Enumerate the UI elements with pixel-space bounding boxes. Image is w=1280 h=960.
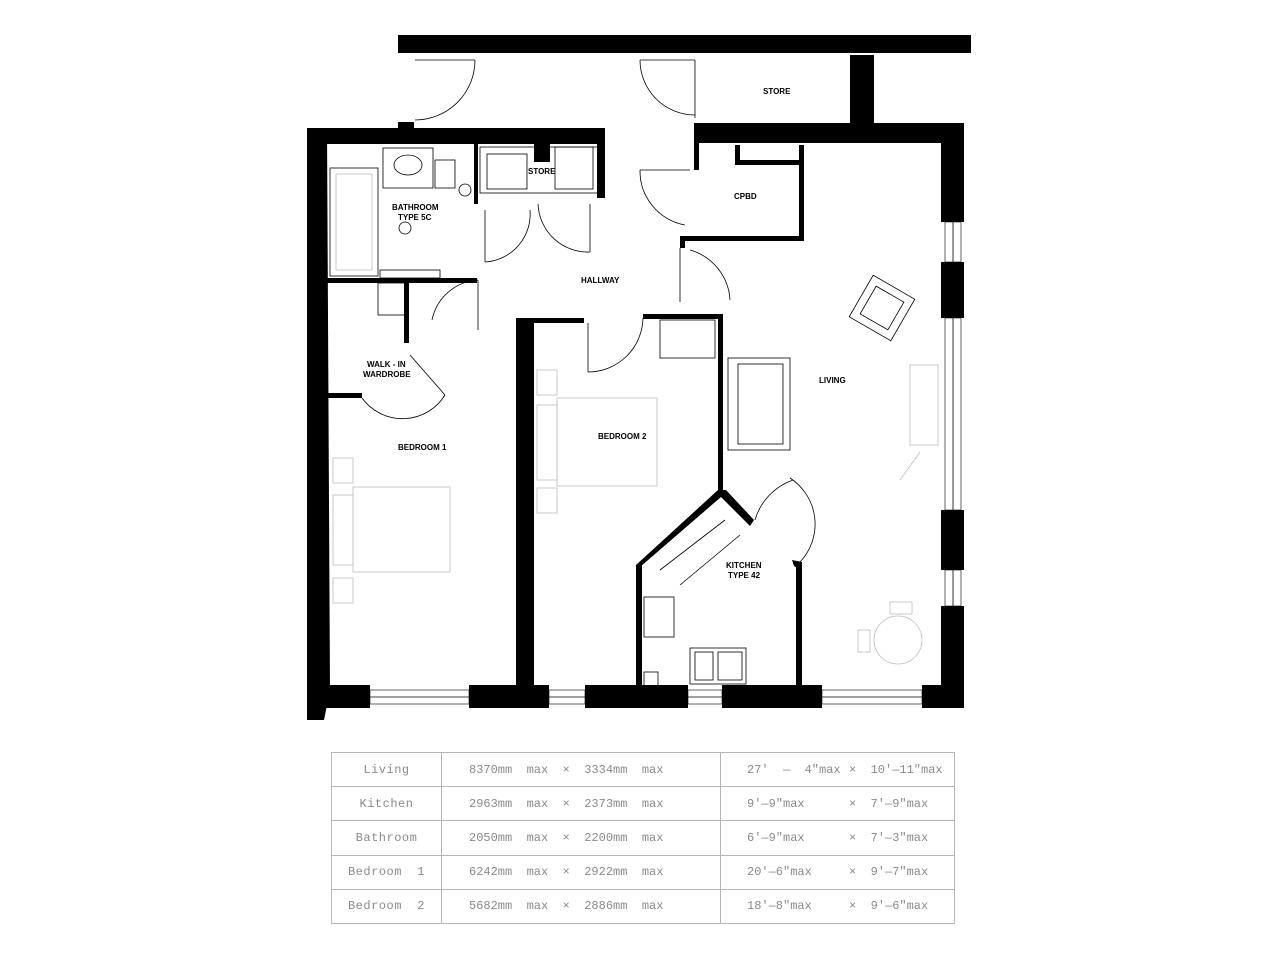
floor-plan: STORE STORE BATHROOM TYPE 5C CPBD HALLWA… (307, 35, 971, 720)
label-walkin-2: WARDROBE (363, 370, 411, 379)
dimension-imperial: 6'—9"max × 7'—3"max (720, 820, 955, 856)
label-cpbd: CPBD (734, 192, 757, 201)
dimension-imperial-width: × 7'—3"max (849, 830, 929, 845)
room-labels: STORE STORE BATHROOM TYPE 5C CPBD HALLWA… (363, 87, 846, 580)
label-bedroom-2: BEDROOM 2 (598, 432, 647, 441)
dimension-imperial-length: 20'—6"max (747, 865, 812, 880)
label-bedroom-1: BEDROOM 1 (398, 443, 447, 452)
furniture (332, 274, 939, 665)
dimension-imperial-width: × 7'—9"max (849, 796, 929, 811)
dimension-imperial: 18'—8"max × 9'—6"max (720, 888, 955, 925)
dimension-imperial-width: × 9'—7"max (849, 865, 929, 880)
dimension-room-name: Living (331, 751, 442, 788)
dimension-imperial-width: × 9'—6"max (849, 899, 929, 914)
dimension-metric: 8370mm max × 3334mm max (441, 751, 721, 788)
label-kitchen-2: TYPE 42 (728, 571, 761, 580)
dimension-room-name: Bathroom (331, 820, 442, 856)
dimension-imperial-width: × 10'—11"max (849, 762, 943, 777)
label-kitchen-1: KITCHEN (726, 561, 762, 570)
external-walls (307, 35, 971, 720)
label-store-inner: STORE (528, 167, 556, 176)
dimension-imperial-length: 9'—9"max (747, 796, 805, 811)
dimension-room-name: Bedroom 2 (331, 888, 442, 925)
dimension-metric: 2963mm max × 2373mm max (441, 786, 721, 822)
dimension-metric: 5682mm max × 2886mm max (441, 888, 721, 925)
bathroom-fixtures (329, 147, 472, 279)
kitchen-fixtures (643, 519, 747, 687)
dimension-imperial-length: 27' — 4"max (747, 762, 841, 777)
dimension-imperial-length: 18'—8"max (747, 899, 812, 914)
dimension-metric: 6242mm max × 2922mm max (441, 854, 721, 890)
label-walkin-1: WALK - IN (367, 360, 406, 369)
label-bathroom-1: BATHROOM (392, 203, 439, 212)
label-store-top: STORE (763, 87, 791, 96)
dimension-room-name: Bedroom 1 (331, 854, 442, 890)
store-fixtures (486, 146, 594, 190)
windows (369, 221, 962, 705)
dimension-imperial-length: 6'—9"max (747, 830, 805, 845)
dimension-room-name: Kitchen (331, 786, 442, 822)
label-hallway: HALLWAY (581, 276, 620, 285)
label-bathroom-2: TYPE 5C (398, 213, 432, 222)
dimension-imperial: 27' — 4"max × 10'—11"max (720, 751, 955, 788)
dimension-metric: 2050mm max × 2200mm max (441, 820, 721, 856)
dimension-imperial: 20'—6"max × 9'—7"max (720, 854, 955, 890)
internal-walls (327, 128, 804, 687)
doors (361, 59, 816, 563)
label-living: LIVING (819, 376, 846, 385)
dimension-imperial: 9'—9"max × 7'—9"max (720, 786, 955, 822)
